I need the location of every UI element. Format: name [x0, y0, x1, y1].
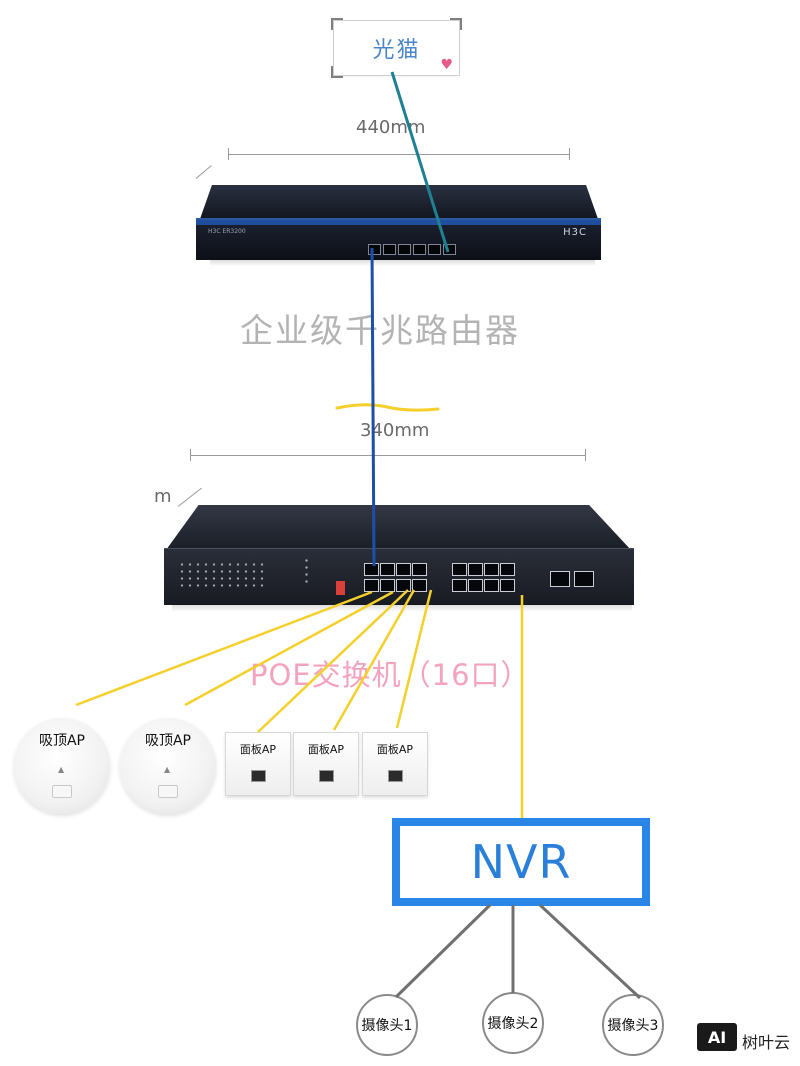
switch-port: [364, 563, 379, 576]
router-port: [398, 244, 411, 255]
switch-reset-button: [336, 581, 345, 595]
router-dimension-cap-left: [228, 148, 229, 160]
switch-width-label: 340mm: [360, 420, 430, 441]
router-port: [428, 244, 441, 255]
switch-port: [484, 579, 499, 592]
switch-port: [364, 579, 379, 592]
poe-switch-device: [164, 548, 634, 605]
switch-dimension-line: [190, 455, 586, 456]
switch-port: [380, 579, 395, 592]
switch-port: [484, 563, 499, 576]
router-to-switch-link: [370, 247, 376, 567]
switch-port: [500, 579, 515, 592]
modem-label: 光猫: [372, 38, 421, 63]
watermark-text: 树叶云: [742, 1033, 791, 1052]
switch-to-panel-ap-1-link: [257, 589, 409, 733]
switch-depth-line: [177, 487, 202, 507]
router-dimension-line: [228, 154, 570, 155]
switch-port: [452, 579, 467, 592]
triangle-icon: ▲: [58, 765, 65, 774]
nvr-to-camera-3-link: [538, 903, 642, 1000]
switch-port: [380, 563, 395, 576]
switch-to-ceiling-ap-2-link: [184, 590, 394, 707]
triangle-icon: ▲: [164, 765, 171, 774]
switch-port: [468, 579, 483, 592]
switch-shadow: [172, 604, 632, 612]
nvr-box: NVR: [392, 818, 650, 906]
camera-label: 摄像头3: [607, 1018, 659, 1034]
router-depth-tick: [195, 165, 212, 179]
ap-port-icon: [52, 785, 72, 798]
switch-port: [468, 563, 483, 576]
ceiling-ap: 吸顶AP ▲: [120, 718, 216, 814]
switch-port: [396, 579, 411, 592]
camera-node: 摄像头1: [356, 994, 418, 1056]
watermark-logo: AI: [697, 1023, 737, 1051]
ceiling-ap-label: 吸顶AP: [144, 733, 192, 749]
corner-bracket-icon: [450, 18, 462, 30]
router-port: [443, 244, 456, 255]
switch-top-panel: [166, 505, 631, 550]
switch-port: [500, 563, 515, 576]
router-stripe: [196, 220, 601, 225]
switch-port: [412, 563, 427, 576]
panel-ap-label: 面板AP: [307, 743, 345, 756]
switch-status-leds: [304, 557, 309, 587]
switch-port: [412, 579, 427, 592]
router-model: H3C ER3200: [208, 228, 246, 235]
camera-node: 摄像头3: [602, 994, 664, 1056]
camera-label: 摄像头2: [487, 1016, 539, 1032]
router-port: [383, 244, 396, 255]
camera-node: 摄像头2: [482, 992, 544, 1054]
nvr-label: NVR: [470, 835, 572, 889]
switch-sfp-port: [550, 571, 570, 587]
switch-to-panel-ap-3-link: [395, 589, 433, 729]
ethernet-jack-icon: [251, 770, 266, 782]
switch-to-ceiling-ap-1-link: [75, 590, 373, 707]
switch-depth-label: m: [154, 486, 172, 507]
router-brand: H3C: [563, 227, 587, 238]
panel-ap-label: 面板AP: [239, 743, 277, 756]
modem-to-router-link: [390, 71, 450, 253]
ceiling-ap-label: 吸顶AP: [38, 733, 86, 749]
corner-bracket-icon: [331, 66, 343, 78]
panel-ap: 面板AP: [225, 732, 291, 796]
switch-port: [452, 563, 467, 576]
switch-dimension-cap-left: [190, 449, 191, 461]
panel-ap-label: 面板AP: [376, 743, 414, 756]
router-top-panel: [200, 185, 598, 219]
switch-sfp-port: [574, 571, 594, 587]
modem-box: 光猫 ♥: [331, 18, 462, 78]
switch-port: [396, 563, 411, 576]
switch-dimension-cap-right: [585, 449, 586, 461]
nvr-to-camera-1-link: [394, 903, 492, 999]
panel-ap: 面板AP: [293, 732, 359, 796]
ethernet-jack-icon: [319, 770, 334, 782]
ap-port-icon: [158, 785, 178, 798]
heart-icon: ♥: [440, 57, 455, 73]
panel-ap: 面板AP: [362, 732, 428, 796]
router-device: H3C ER3200 H3C: [196, 218, 601, 260]
router-port: [413, 244, 426, 255]
ceiling-ap: 吸顶AP ▲: [14, 718, 110, 814]
switch-to-panel-ap-2-link: [332, 589, 416, 731]
ethernet-jack-icon: [388, 770, 403, 782]
switch-caption: POE交换机（16口）: [250, 658, 531, 692]
camera-label: 摄像头1: [361, 1018, 413, 1034]
router-dimension-cap-right: [569, 148, 570, 160]
router-port: [368, 244, 381, 255]
corner-bracket-icon: [331, 18, 343, 30]
router-caption: 企业级千兆路由器: [240, 311, 520, 350]
highlight-mark: [335, 403, 440, 412]
router-width-label: 440mm: [356, 117, 426, 138]
switch-led-grid: [178, 561, 264, 591]
router-shadow: [210, 258, 595, 266]
